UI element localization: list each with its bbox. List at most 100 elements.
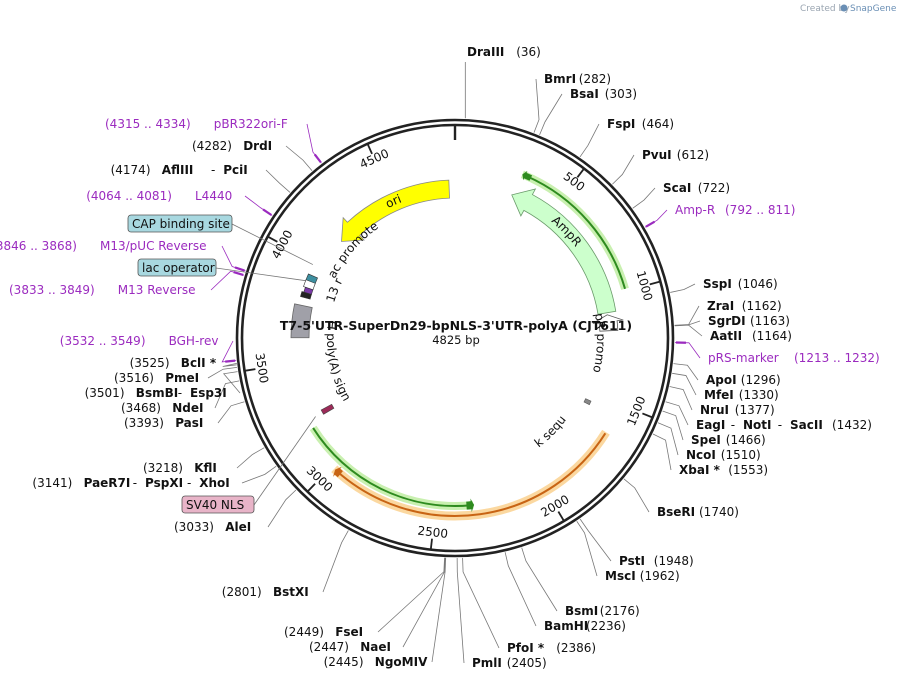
enzyme-name: NruI <box>700 403 729 417</box>
site-label[interactable]: (2447) NaeI <box>309 640 391 654</box>
ampr-arrow[interactable] <box>511 188 617 315</box>
primer-name: pRS-marker <box>708 351 779 365</box>
site-label[interactable]: SspI(1046) <box>703 277 778 291</box>
boxed-feature-label[interactable]: SV40 NLS <box>181 495 255 514</box>
site-label[interactable]: (3846 .. 3868)M13/pUC Reverse <box>0 239 207 253</box>
site-label[interactable]: PvuI(612) <box>642 148 709 162</box>
site-label[interactable]: ApoI(1296) <box>706 373 781 387</box>
primer-name: pBR322ori-F <box>214 117 288 131</box>
orange-orf-arrowhead <box>333 466 343 478</box>
site-label[interactable]: BamHI(2236) <box>544 619 626 633</box>
site-label[interactable]: (4064 .. 4081)L4440 <box>86 189 232 203</box>
site-label[interactable]: (4174)AflIII-PciI <box>111 163 248 177</box>
inner-green-orf-arrowhead <box>466 498 475 512</box>
inner-green-orf-line[interactable] <box>312 427 471 507</box>
primer-range: (792 .. 811) <box>725 203 795 217</box>
tick-label: 1000 <box>634 269 656 302</box>
site-label[interactable]: (4315 .. 4334)pBR322ori-F <box>105 117 288 131</box>
kozak-label: Kozak sequence <box>0 0 569 450</box>
site-position: (1162) <box>742 299 782 313</box>
tick-label: 2500 <box>417 524 449 541</box>
tick-mark <box>306 483 316 493</box>
site-label[interactable]: pRS-marker(1213 .. 1232) <box>708 351 880 365</box>
site-label[interactable]: ZraI (1162) <box>707 299 782 313</box>
site-label[interactable]: (4282)DrdI <box>192 139 272 153</box>
site-label[interactable]: BmrI(282) <box>544 72 611 86</box>
site-label[interactable]: PfoI *(2386) <box>507 641 596 655</box>
site-label[interactable]: ScaI(722) <box>663 181 730 195</box>
site-position: (2447) <box>309 640 349 654</box>
enzyme-name: KflI <box>194 461 217 475</box>
site-label[interactable]: (3033)AleI <box>174 520 251 534</box>
site-label[interactable]: (2801)BstXI <box>222 585 309 599</box>
site-label[interactable]: PstI(1948) <box>619 554 694 568</box>
sv40-nls-block[interactable] <box>320 403 335 415</box>
site-label[interactable]: (3516)PmeI <box>114 371 199 385</box>
enzyme-name: XbaI * <box>679 463 721 477</box>
enzyme-name: MscI <box>605 569 636 583</box>
site-position: (464) <box>642 117 674 131</box>
site-label[interactable]: MscI (1962) <box>605 569 680 583</box>
separator: - <box>211 163 215 177</box>
site-label[interactable]: SpeI (1466) <box>691 433 766 447</box>
site-label[interactable]: MfeI(1330) <box>704 388 779 402</box>
enzyme-name: SpeI <box>691 433 721 447</box>
ampr-promoter-arrow[interactable] <box>592 314 624 332</box>
site-label[interactable]: (2445)NgoMIV <box>324 655 428 669</box>
site-label[interactable]: DraIII(36) <box>467 45 541 59</box>
site-label[interactable]: (3532 .. 3549)BGH-rev <box>60 334 219 348</box>
enzyme-name: NaeI <box>360 640 391 654</box>
ori-arrow[interactable] <box>341 179 450 242</box>
tick-mark <box>576 168 585 178</box>
site-label[interactable]: (3833 .. 3849)M13 Reverse <box>9 283 195 297</box>
tick-mark <box>642 412 653 419</box>
leader-line <box>670 283 696 293</box>
site-label[interactable]: FspI(464) <box>607 117 674 131</box>
site-label[interactable]: EagI-NotI-SacII(1432) <box>696 418 872 432</box>
enzyme-name: ZraI <box>707 299 734 313</box>
orange-orf-line[interactable] <box>336 432 607 517</box>
site-label[interactable]: NruI (1377) <box>700 403 775 417</box>
site-label[interactable]: XbaI *(1553) <box>679 463 768 477</box>
site-label[interactable]: (3468)NdeI <box>121 401 203 415</box>
site-label[interactable]: Amp-R(792 .. 811) <box>675 203 795 217</box>
primer-range: (3846 .. 3868) <box>0 239 77 253</box>
site-label[interactable]: BseRI(1740) <box>657 505 739 519</box>
leader-line <box>215 267 306 282</box>
leader-line <box>657 422 679 456</box>
site-label[interactable]: SgrDI(1163) <box>708 314 790 328</box>
site-label[interactable]: (3501)BsmBI-Esp3I <box>85 386 227 400</box>
site-label[interactable]: PmlI(2405) <box>472 656 547 670</box>
site-position: (1962) <box>640 569 680 583</box>
site-label[interactable]: BsaI(303) <box>570 87 637 101</box>
bgh-polya-block[interactable] <box>290 303 313 339</box>
leader-line <box>217 401 245 424</box>
ampr-orf-line[interactable] <box>526 175 626 290</box>
leader-line <box>241 465 277 484</box>
site-position: (1377) <box>735 403 775 417</box>
site-label[interactable]: (3525)BclI * <box>130 356 217 370</box>
site-label[interactable]: (3218)KflI <box>143 461 217 475</box>
site-position: (1466) <box>726 433 766 447</box>
site-position: (1432) <box>832 418 872 432</box>
site-label[interactable]: NcoI(1510) <box>686 448 761 462</box>
site-label[interactable]: AatII(1164) <box>710 329 792 343</box>
site-label[interactable]: (3393)PasI <box>124 416 203 430</box>
tick-mark <box>429 538 433 550</box>
leader-line <box>579 123 600 158</box>
enzyme-name: PmeI <box>165 371 199 385</box>
boxed-feature-label[interactable]: lac operator <box>137 258 217 277</box>
leader-line <box>674 324 703 337</box>
leader-line <box>231 223 314 265</box>
enzyme-name: MfeI <box>704 388 734 402</box>
enzyme-name: PmlI <box>472 656 502 670</box>
boxed-feature-label[interactable]: CAP binding site <box>127 214 233 233</box>
kozak-sequence-block[interactable] <box>583 398 592 406</box>
site-label[interactable]: (3141)PaeR7I-PspXI-XhoI <box>32 476 229 490</box>
site-position: (1296) <box>741 373 781 387</box>
site-label[interactable]: BsmI(2176) <box>565 604 640 618</box>
lac-elements-stack[interactable] <box>300 273 318 300</box>
site-label[interactable]: (2449)FseI <box>284 625 363 639</box>
enzyme-name: BsmI <box>565 604 598 618</box>
